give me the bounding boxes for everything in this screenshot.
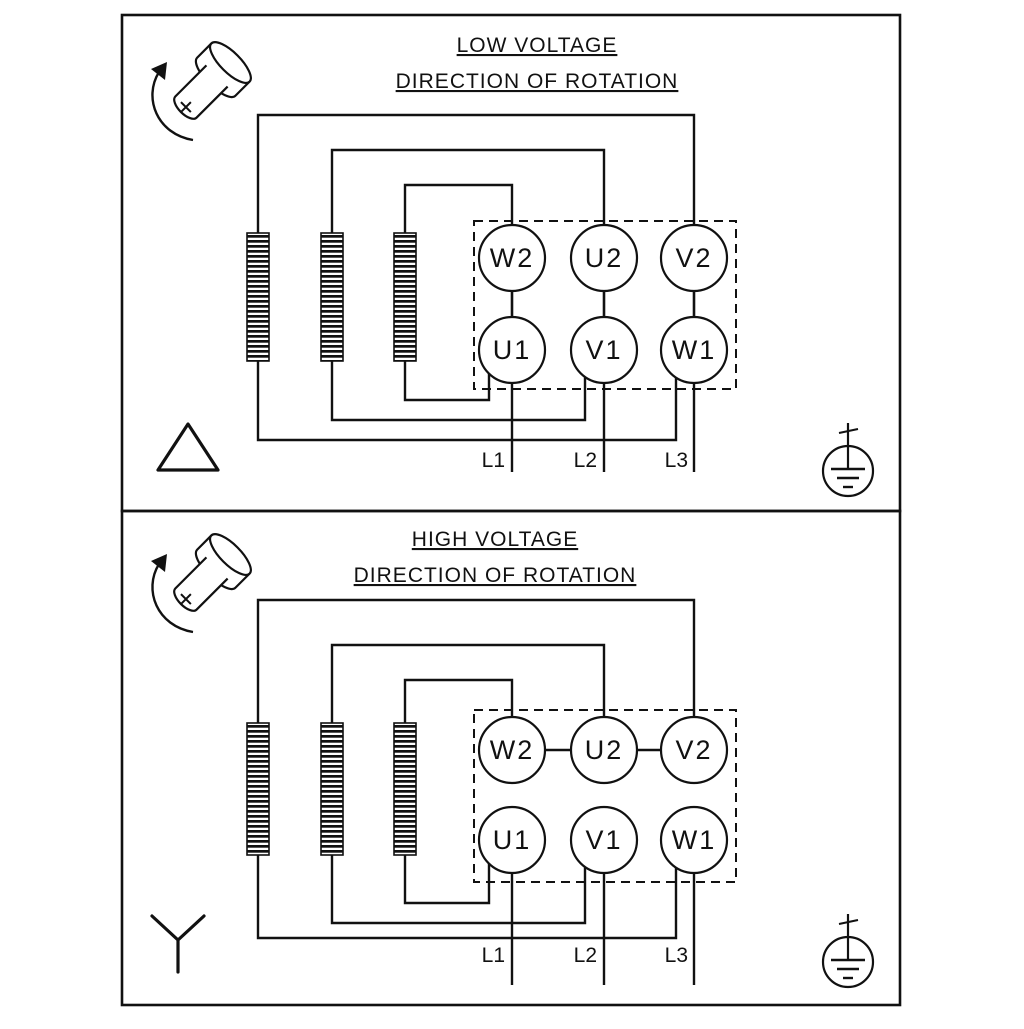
terminal-label: U1 xyxy=(493,335,532,365)
wire-coil3-to-u1 xyxy=(403,855,491,905)
terminal-v1: V1 xyxy=(569,315,639,385)
terminal-v2: V2 xyxy=(659,223,729,293)
terminal-label: U1 xyxy=(493,825,532,855)
winding-coil-1 xyxy=(246,232,270,362)
lead-label-l3: L3 xyxy=(665,449,688,472)
wire-coil2-to-v1 xyxy=(330,361,587,422)
wire-coil1-to-w1 xyxy=(256,361,678,442)
terminal-w2: W2 xyxy=(477,223,547,293)
terminal-label: V1 xyxy=(585,825,622,855)
lead-label-l2: L2 xyxy=(574,944,597,967)
terminal-label: W2 xyxy=(490,735,535,765)
rotation-shaft-icon xyxy=(149,527,258,634)
terminal-label: U2 xyxy=(585,243,624,273)
star-symbol xyxy=(150,914,206,974)
wire-coil1-to-w1 xyxy=(256,855,678,940)
wire-coil2-to-v1 xyxy=(330,855,587,925)
winding-coil-1 xyxy=(246,722,270,856)
panel-high-voltage: HIGH VOLTAGE DIRECTION OF ROTATION L1 L2… xyxy=(120,509,902,1007)
lead-label-l1: L1 xyxy=(482,944,505,967)
panel-subtitle: DIRECTION OF ROTATION xyxy=(396,70,679,93)
panel-low-voltage: LOW VOLTAGE DIRECTION OF ROTATION L1 L2 … xyxy=(120,13,902,513)
lead-label-l2: L2 xyxy=(574,449,597,472)
terminal-u1: U1 xyxy=(477,315,547,385)
rotation-shaft-icon xyxy=(149,35,258,142)
wire-coil1-to-v2 xyxy=(256,113,696,233)
terminal-w1: W1 xyxy=(659,315,729,385)
earth-ground-icon xyxy=(821,421,875,498)
wire-coil1-to-v2 xyxy=(256,598,696,723)
winding-coil-2 xyxy=(320,232,344,362)
terminal-label: V2 xyxy=(675,735,712,765)
panel-title: LOW VOLTAGE xyxy=(457,34,618,57)
winding-coil-2 xyxy=(320,722,344,856)
terminal-v1: V1 xyxy=(569,805,639,875)
wire-coil2-to-u2 xyxy=(330,148,606,233)
terminal-board-outline xyxy=(473,709,737,883)
terminal-w1: W1 xyxy=(659,805,729,875)
panel-border xyxy=(120,509,902,1007)
earth-ground-icon xyxy=(821,912,875,989)
wire-coil2-to-u2 xyxy=(330,643,606,723)
winding-coil-3 xyxy=(393,722,417,856)
lead-label-l1: L1 xyxy=(482,449,505,472)
winding-coil-3 xyxy=(393,232,417,362)
terminal-label: V2 xyxy=(675,243,712,273)
wire-coil3-to-u1 xyxy=(403,361,491,402)
terminal-label: W1 xyxy=(672,825,717,855)
terminal-w2: W2 xyxy=(477,715,547,785)
terminal-u2: U2 xyxy=(569,715,639,785)
terminal-label: U2 xyxy=(585,735,624,765)
terminal-label: V1 xyxy=(585,335,622,365)
delta-symbol xyxy=(156,422,220,472)
lead-label-l3: L3 xyxy=(665,944,688,967)
terminal-u2: U2 xyxy=(569,223,639,293)
wire-coil3-to-w2 xyxy=(403,183,514,233)
wire-coil3-to-w2 xyxy=(403,678,514,723)
terminal-label: W1 xyxy=(672,335,717,365)
panel-subtitle: DIRECTION OF ROTATION xyxy=(354,564,637,587)
terminal-u1: U1 xyxy=(477,805,547,875)
panel-title: HIGH VOLTAGE xyxy=(412,528,578,551)
terminal-label: W2 xyxy=(490,243,535,273)
terminal-v2: V2 xyxy=(659,715,729,785)
